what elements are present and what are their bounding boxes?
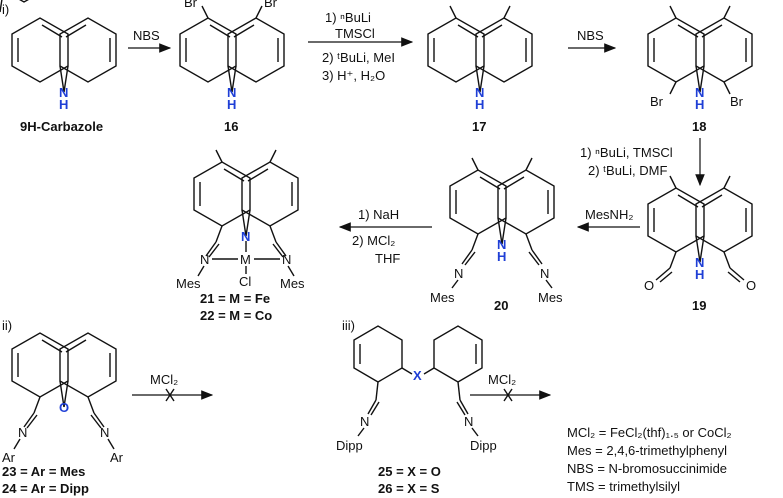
label-19: 19 [692,298,706,313]
carbazole-structure [0,0,29,13]
nitrogen-atom: N [695,85,704,100]
oxygen-atom-right: O [746,278,756,293]
label-24: 24 = Ar = Dipp [2,481,89,496]
section-iii-label: iii) [342,318,355,333]
bromine-atom-left: Br [650,94,664,109]
imine-nitrogen-right: N [282,252,291,267]
label-20: 20 [494,298,508,313]
section-i-label: i) [2,2,9,17]
mes-group-right: Mes [538,290,563,305]
mes-group-right: Mes [280,276,305,291]
label-26: 26 = X = S [378,481,440,496]
bromine-atom-right: Br [730,94,744,109]
bromine-atom-right: Br [264,0,278,10]
ar-group-right: Ar [110,450,124,465]
nitrogen-atom: N [227,85,236,100]
label-carbazole: 9H-Carbazole [20,119,103,134]
hydrogen-atom: H [695,97,704,112]
label-23: 23 = Ar = Mes [2,464,85,479]
label-18: 18 [692,119,706,134]
nitrogen-atom: N [497,237,506,252]
x-atom: X [413,368,422,383]
reagent-step2-1: 1) ⁿBuLi [325,10,371,25]
reagent-step6-3: THF [375,251,400,266]
nitrogen-atom: N [59,85,68,100]
compound-25-26: X N N Dipp Dipp [336,325,497,453]
compound-23-24: N N Ar Ar O [2,332,124,465]
legend-line-3: NBS = N-bromosuccinimide [567,461,727,476]
chloride-atom: Cl [239,274,251,289]
legend-line-2: Mes = 2,4,6-trimethylphenyl [567,443,727,458]
compound-20: N N Mes Mes N H [430,157,563,305]
metal-atom: M [240,252,251,267]
nitrogen-atom: N [695,255,704,270]
imine-nitrogen-left: N [18,425,27,440]
oxygen-atom: O [59,400,69,415]
nitrogen-atom: N [475,85,484,100]
compound-19: O O N H [644,175,756,293]
reagent-step6-1: 1) NaH [358,207,399,222]
reagent-step6-2: 2) MCl₂ [352,233,395,248]
dipp-group-right: Dipp [470,438,497,453]
mes-group-left: Mes [430,290,455,305]
reagent-step4-2: 2) ᵗBuLi, DMF [588,163,667,178]
compound-16: Br Br N H [179,0,285,112]
imine-nitrogen-right: N [100,425,109,440]
compound-21-22: N N M Cl Mes Mes N [176,149,305,291]
label-21: 21 = M = Fe [200,291,270,306]
label-17: 17 [472,119,486,134]
oxygen-atom-left: O [644,278,654,293]
compound-carbazole: N H [11,17,117,112]
reagent-mcl2-ii: MCl₂ [150,372,178,387]
imine-nitrogen-left: N [200,252,209,267]
reagent-step2-2: 2) ᵗBuLi, MeI [322,50,395,65]
legend-line-4: TMS = trimethylsilyl [567,479,680,494]
hydrogen-atom: H [227,97,236,112]
reagent-nbs-1: NBS [133,28,160,43]
abbreviation-legend: MCl₂ = FeCl₂(thf)₁.₅ or CoCl₂ Mes = 2,4,… [567,425,732,494]
reagent-step2-1b: TMSCl [335,26,375,41]
ar-group-left: Ar [2,450,16,465]
hydrogen-atom: H [475,97,484,112]
reagent-mcl2-iii: MCl₂ [488,372,516,387]
reagent-step4-1: 1) ⁿBuLi, TMSCl [580,145,673,160]
mes-group-left: Mes [176,276,201,291]
bromine-atom-left: Br [184,0,198,10]
compound-17: N H [427,5,533,112]
dipp-group-left: Dipp [336,438,363,453]
imine-nitrogen-left: N [360,414,369,429]
reagent-mesnh2: MesNH₂ [585,207,633,222]
nitrogen-atom: N [241,229,250,244]
hydrogen-atom: H [59,97,68,112]
label-22: 22 = M = Co [200,308,272,323]
imine-nitrogen-left: N [454,266,463,281]
section-ii-label: ii) [2,318,12,333]
hydrogen-atom: H [695,267,704,282]
label-25: 25 = X = O [378,464,441,479]
legend-line-1: MCl₂ = FeCl₂(thf)₁.₅ or CoCl₂ [567,425,732,440]
imine-nitrogen-right: N [540,266,549,281]
imine-nitrogen-right: N [464,414,473,429]
reagent-step2-3: 3) H⁺, H₂O [322,68,385,83]
compound-18: Br Br N H [647,5,753,112]
label-16: 16 [224,119,238,134]
hydrogen-atom: H [497,249,506,264]
reagent-nbs-2: NBS [577,28,604,43]
